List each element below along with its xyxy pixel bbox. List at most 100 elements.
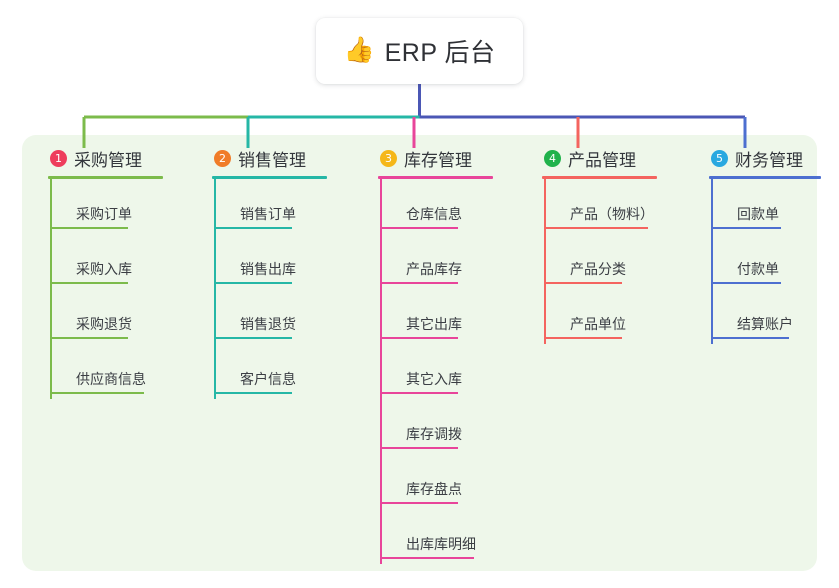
column-badge-5: 5	[711, 149, 728, 167]
column-4: 4 产品管理产品（物料） 产品分类产品单位	[528, 145, 683, 344]
leaf-item[interactable]: 库存调拨	[378, 399, 514, 454]
column-items-4: 产品（物料） 产品分类产品单位	[542, 179, 683, 344]
leaf-item[interactable]: 回款单	[709, 179, 835, 234]
root-node-content: 👍 ERP 后台	[343, 33, 495, 69]
column-spine-5	[711, 179, 713, 344]
leaf-item-label: 产品单位	[570, 316, 626, 332]
leaf-item[interactable]: 供应商信息	[48, 344, 184, 399]
leaf-item[interactable]: 采购入库	[48, 234, 184, 289]
leaf-item[interactable]: 其它出库	[378, 289, 514, 344]
column-2: 2 销售管理销售订单销售出库销售退货客户信息	[198, 145, 348, 399]
leaf-item-underline	[380, 282, 458, 284]
leaf-item-label: 供应商信息	[76, 371, 146, 387]
leaf-item-label: 采购订单	[76, 206, 132, 222]
column-title-2: 销售管理	[238, 150, 306, 170]
column-header-4[interactable]: 4 产品管理	[528, 145, 683, 171]
leaf-item-underline	[214, 392, 292, 394]
column-items-3: 仓库信息产品库存其它出库其它入库库存调拨库存盘点出库库明细	[378, 179, 514, 564]
column-title-3: 库存管理	[404, 150, 472, 170]
leaf-item-label: 产品库存	[406, 261, 462, 277]
leaf-item[interactable]: 客户信息	[212, 344, 348, 399]
leaf-item-underline	[380, 447, 458, 449]
leaf-item-label: 库存调拨	[406, 426, 462, 442]
leaf-item[interactable]: 销售退货	[212, 289, 348, 344]
column-header-1[interactable]: 1 采购管理	[34, 145, 184, 171]
leaf-item-underline	[380, 502, 458, 504]
leaf-item[interactable]: 出库库明细	[378, 509, 514, 564]
column-3: 3 库存管理仓库信息产品库存其它出库其它入库库存调拨库存盘点出库库明细	[364, 145, 514, 564]
column-spine-1	[50, 179, 52, 399]
leaf-item-label: 销售出库	[240, 261, 296, 277]
leaf-item[interactable]: 产品单位	[542, 289, 683, 344]
column-header-2[interactable]: 2 销售管理	[198, 145, 348, 171]
column-badge-1: 1	[50, 149, 67, 167]
leaf-item-label: 采购退货	[76, 316, 132, 332]
leaf-item-label: 销售退货	[240, 316, 296, 332]
leaf-item-underline	[711, 227, 781, 229]
leaf-item-label: 采购入库	[76, 261, 132, 277]
root-node-label: ERP 后台	[384, 39, 496, 67]
leaf-item-underline	[50, 282, 128, 284]
column-badge-4: 4	[544, 149, 561, 167]
leaf-item-label: 其它入库	[406, 371, 462, 387]
leaf-item-underline	[50, 392, 144, 394]
leaf-item-label: 出库库明细	[406, 536, 476, 552]
column-underline-3	[378, 176, 493, 179]
column-1: 1 采购管理采购订单采购入库采购退货供应商信息	[34, 145, 184, 399]
leaf-item-underline	[214, 337, 292, 339]
column-spine-4	[544, 179, 546, 344]
leaf-item[interactable]: 产品库存	[378, 234, 514, 289]
column-items-2: 销售订单销售出库销售退货客户信息	[212, 179, 348, 399]
column-items-5: 回款单付款单结算账户	[709, 179, 835, 344]
column-underline-4	[542, 176, 657, 179]
leaf-item-underline	[380, 337, 458, 339]
leaf-item-label: 回款单	[737, 206, 779, 222]
leaf-item-underline	[544, 337, 622, 339]
leaf-item-underline	[380, 392, 458, 394]
leaf-item[interactable]: 仓库信息	[378, 179, 514, 234]
leaf-item[interactable]: 付款单	[709, 234, 835, 289]
column-title-4: 产品管理	[568, 150, 636, 170]
leaf-item[interactable]: 采购订单	[48, 179, 184, 234]
column-header-3[interactable]: 3 库存管理	[364, 145, 514, 171]
leaf-item[interactable]: 其它入库	[378, 344, 514, 399]
leaf-item[interactable]: 结算账户	[709, 289, 835, 344]
leaf-item[interactable]: 采购退货	[48, 289, 184, 344]
column-title-1: 采购管理	[74, 150, 142, 170]
column-title-5: 财务管理	[735, 150, 803, 170]
column-items-1: 采购订单采购入库采购退货供应商信息	[48, 179, 184, 399]
column-badge-3: 3	[380, 149, 397, 167]
leaf-item-label: 结算账户	[737, 316, 793, 332]
leaf-item-label: 其它出库	[406, 316, 462, 332]
root-node-erp-backend[interactable]: 👍 ERP 后台	[316, 18, 523, 84]
leaf-item-label: 客户信息	[240, 371, 296, 387]
column-underline-1	[48, 176, 163, 179]
leaf-item[interactable]: 产品分类	[542, 234, 683, 289]
leaf-item[interactable]: 产品（物料）	[542, 179, 683, 234]
column-badge-2: 2	[214, 149, 231, 167]
column-5: 5 财务管理回款单付款单结算账户	[695, 145, 835, 344]
leaf-item-underline	[380, 557, 474, 559]
leaf-item-underline	[50, 227, 128, 229]
leaf-item[interactable]: 销售订单	[212, 179, 348, 234]
leaf-item-underline	[711, 282, 781, 284]
column-header-5[interactable]: 5 财务管理	[695, 145, 835, 171]
leaf-item-underline	[214, 282, 292, 284]
leaf-item-label: 仓库信息	[406, 206, 462, 222]
leaf-item-underline	[380, 227, 458, 229]
leaf-item-label: 产品（物料）	[570, 206, 654, 222]
column-spine-2	[214, 179, 216, 399]
leaf-item[interactable]: 销售出库	[212, 234, 348, 289]
leaf-item-label: 库存盘点	[406, 481, 462, 497]
leaf-item-label: 产品分类	[570, 261, 626, 277]
leaf-item-label: 销售订单	[240, 206, 296, 222]
leaf-item[interactable]: 库存盘点	[378, 454, 514, 509]
leaf-item-label: 付款单	[737, 261, 779, 277]
leaf-item-underline	[544, 282, 622, 284]
column-underline-5	[709, 176, 821, 179]
leaf-item-underline	[711, 337, 789, 339]
leaf-item-underline	[50, 337, 128, 339]
